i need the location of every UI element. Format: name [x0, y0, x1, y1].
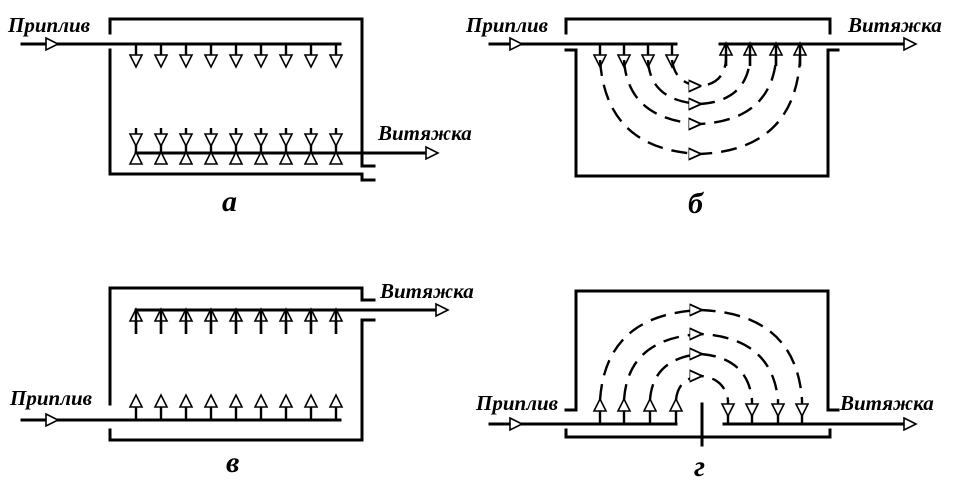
noop: [303, 150, 319, 165]
exhaust-inlets-a: [128, 128, 344, 165]
exhaust-inlet: [203, 128, 219, 153]
exhaust-inlet: [153, 128, 169, 153]
exhaust-inlet: [328, 128, 344, 153]
supply-outlet: [253, 44, 269, 69]
room-b-top-wall: [564, 17, 832, 35]
noop: [278, 150, 294, 165]
supply-outlet: [642, 397, 658, 424]
supply-outlets-a: [128, 44, 344, 69]
supply-outlet: [203, 44, 219, 69]
exhaust-arrow-a: [425, 145, 440, 161]
exhaust-arrow-b: [903, 36, 918, 52]
exhaust-inlets-b: [718, 41, 808, 66]
supply-outlet: [303, 393, 319, 420]
supply-outlet: [303, 44, 319, 69]
noop: [253, 150, 269, 165]
supply-arrow-g: [509, 416, 524, 432]
supply-outlet: [178, 393, 194, 420]
exhaust-inlet: [303, 128, 319, 153]
supply-outlet: [153, 44, 169, 69]
room-b-lower-wall: [564, 48, 840, 178]
supply-outlet: [203, 393, 219, 420]
supply-label-a: Приплив: [7, 13, 91, 37]
supply-outlets-b: [592, 44, 680, 69]
exhaust-inlet: [253, 128, 269, 153]
exhaust-inlet: [744, 400, 760, 424]
exhaust-inlets-g: [720, 400, 810, 424]
noop: [328, 150, 344, 165]
supply-label-v: Приплив: [9, 386, 93, 410]
exhaust-inlet: [228, 128, 244, 153]
supply-outlet: [328, 44, 344, 69]
supply-outlet: [616, 397, 632, 424]
exhaust-inlet: [128, 128, 144, 153]
supply-outlet: [128, 44, 144, 69]
supply-outlet: [153, 393, 169, 420]
noop: [153, 150, 169, 165]
noop: [128, 150, 144, 165]
supply-arrow-a: [45, 36, 60, 52]
supply-outlets-v: [128, 393, 344, 420]
noop: [178, 150, 194, 165]
panel-caption-g: г: [694, 450, 705, 483]
room-v-bottom-wall: [108, 318, 376, 442]
room-g-upper-wall: [564, 289, 840, 412]
airflow-arcs-b: [598, 59, 802, 154]
panel-v: Витяжка Приплив в: [9, 279, 474, 479]
supply-outlet: [278, 393, 294, 420]
exhaust-inlet: [770, 400, 786, 424]
supply-outlet: [228, 393, 244, 420]
noop: [228, 150, 244, 165]
supply-arrow-b: [509, 36, 524, 52]
exhaust-inlet: [720, 400, 736, 424]
supply-outlet: [253, 393, 269, 420]
panel-g: Приплив Витяжка г: [475, 289, 934, 483]
exhaust-label-b: Витяжка: [847, 13, 942, 37]
supply-outlet: [178, 44, 194, 69]
room-v-top-wall: [108, 286, 376, 406]
panel-b: Приплив Витяжка б: [465, 13, 942, 220]
supply-outlet: [328, 393, 344, 420]
airflow-arcs-g: [598, 310, 804, 401]
panel-caption-a: а: [222, 185, 237, 218]
supply-outlet: [668, 397, 684, 424]
exhaust-arrow-g: [903, 416, 918, 432]
exhaust-label-g: Витяжка: [839, 391, 934, 415]
panel-caption-v: в: [226, 446, 239, 479]
supply-outlet: [592, 397, 608, 424]
supply-label-b: Приплив: [465, 13, 549, 37]
exhaust-inlet: [278, 128, 294, 153]
supply-outlet: [128, 393, 144, 420]
exhaust-arrow-v: [435, 302, 450, 318]
supply-outlet: [228, 44, 244, 69]
noop: [203, 150, 219, 165]
exhaust-label-v: Витяжка: [379, 279, 474, 303]
supply-outlet: [278, 44, 294, 69]
room-a-top-wall: [108, 17, 376, 168]
supply-outlets-g: [592, 397, 684, 424]
room-g-bottom-wall: [564, 428, 832, 439]
panel-a: Приплив Витяжка а: [7, 13, 472, 218]
room-a-bottom-wall: [108, 48, 376, 182]
exhaust-inlets-v: [128, 307, 344, 334]
supply-arrow-v: [45, 412, 60, 428]
supply-label-g: Приплив: [475, 391, 559, 415]
panel-caption-b: б: [688, 187, 704, 220]
exhaust-inlet: [178, 128, 194, 153]
exhaust-inlet: [794, 400, 810, 424]
exhaust-label-a: Витяжка: [377, 121, 472, 145]
